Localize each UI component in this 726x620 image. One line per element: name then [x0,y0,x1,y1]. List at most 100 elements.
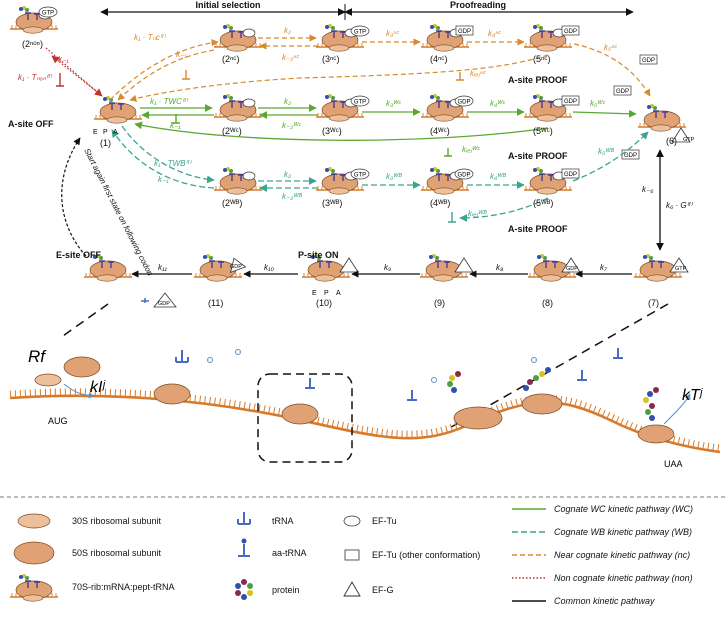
termination-arrow [663,393,691,425]
scene-trna-icon-2 [305,378,315,389]
ribosome-state-2wb [214,167,262,194]
arrow-wb-1-reverse [111,129,215,189]
legend-30s-icon [17,513,51,529]
scene-eftu-icon-2 [235,349,241,355]
efg-gdp-badge-9 [454,257,474,273]
state-11-label: (11) [208,298,223,308]
ribosome-state-1 [93,95,143,124]
legend-trna-icon [237,512,251,525]
rate-nc-m1: k₋₁ [176,50,187,59]
scene-ribosome-5 [637,424,675,444]
state-2wb-label: (2ᵂᴮ) [222,198,242,208]
legend-protein-label: protein [272,585,300,595]
gdp-badge-4wc: GDP [454,95,474,107]
svg-text:GDP: GDP [566,266,578,272]
gdp-badge-5nc: GDP [561,25,580,36]
scene-ribosome-4 [521,393,563,415]
legend-eftu-icon [343,515,361,527]
arrow-wb-1-forward [121,125,215,184]
state-6-label: (6) [666,136,677,146]
wb-rejected-trna-icon [448,212,456,223]
svg-text:GDP: GDP [458,29,471,35]
asite-proof-nc-label: A-site PROOF [508,75,568,85]
asite-proof-wb-label: A-site PROOF [508,224,568,234]
arrow-non-reverse [51,55,97,92]
svg-text:GTP: GTP [354,100,366,106]
svg-text:GTP: GTP [675,266,687,272]
rate-wc-1: k₁ · TWC⁽ᶠ⁾ [150,97,188,106]
rate-wc-3: k₃ᵂᶜ [386,99,401,108]
legend-pathway-label-2: Near cognate kinetic pathway (nc) [554,550,690,560]
gtp-badge-3wc: GTP [350,95,370,107]
svg-text:GTP: GTP [354,30,366,36]
site-p-label-10: P [324,290,329,297]
rate-nc-reject: kᵣₑⱼⁿᶜ [470,69,486,78]
site-e-label-10: E [312,290,317,297]
rate-k8: k₈ [496,263,504,272]
efg-badge-10 [339,257,359,273]
state-5wb-label: (5ᵂᴮ) [533,198,553,208]
asite-off-label: A-site OFF [8,119,54,129]
rate-wb-reject: kᵣₑⱼᵂᴮ [468,209,487,218]
arrow-nc-reject [129,54,549,102]
legend-30s-label: 30S ribosomal subunit [72,516,162,526]
gdp-badge-released-wc: GDP [613,85,632,96]
legend-pathway-label-3: Non cognate kinetic pathway (non) [554,573,693,583]
arrow-nc-5 [573,43,651,97]
rate-nc-3: k₃ⁿᶜ [386,29,399,38]
state-3wb-label: (3ᵂᴮ) [322,198,342,208]
rate-wb-1: k₁ · TWB⁽ᶠ⁾ [154,159,192,168]
arrow-restart [61,137,87,257]
svg-text:GDP: GDP [230,264,242,270]
efg-gtp-badge-6: GTP [671,127,695,143]
site-e-label: E [93,129,98,136]
svg-text:GDP: GDP [616,89,629,95]
state-5nc-label: (5ⁿᶜ) [533,54,550,64]
rate-nc-4: k₄ⁿᶜ [488,29,501,38]
scene-eftu-icon-1 [207,357,213,363]
mrna-codon-ticks [9,388,721,452]
esite-off-label: E-site OFF [56,250,102,260]
rate-k9: k₉ [384,263,391,272]
gtp-badge-2non: GTP [38,6,58,18]
rate-km6: k₋₆ [642,185,654,194]
scene-protein-chain-2 [523,367,551,391]
state-3wc-label: (3ᵂᶜ) [322,126,342,136]
state-9-label: (9) [434,298,445,308]
gdp-badge-4wb: GDP [454,168,474,180]
svg-text:GDP: GDP [457,173,470,179]
rate-nc-5: k₅ⁿᶜ [604,43,617,52]
legend-aa-trna-icon [238,538,250,557]
zoom-line-left [59,303,109,339]
proofreading-label: Proofreading [450,0,506,10]
scene-trna-icon-5 [613,348,623,359]
efg-gdp-released: GDP [153,292,177,308]
legend-50s-icon [13,541,55,565]
legend-50s-label: 50S ribosomal subunit [72,548,162,558]
svg-text:GTP: GTP [354,173,366,179]
arrow-non-forward [45,47,103,97]
scene-protein-chain-3 [643,387,659,421]
legend-eftu-label: EF-Tu [372,516,397,526]
svg-text:GTP: GTP [42,11,54,17]
rate-wc-4: k₄ᵂᶜ [490,99,505,108]
wc-released-trna-icon [172,114,180,124]
asite-proof-wc-label: A-site PROOF [508,151,568,161]
rate-wb-m2: k₋₂ᵂᴮ [282,192,302,201]
legend-pathway-label-4: Common kinetic pathway [554,596,655,606]
nc-rejected-trna-icon [456,72,464,81]
legend-trna-label: tRNA [272,516,294,526]
initial-selection-label: Initial selection [195,0,260,10]
svg-text:GDP: GDP [564,99,577,105]
gtp-badge-3nc: GTP [350,25,370,37]
gdp-badge-5wb: GDP [561,168,580,179]
pathway-legend: Cognate WC kinetic pathway (WC)Cognate W… [512,504,693,606]
svg-text:GDP: GDP [642,58,655,64]
legend-efg-label: EF-G [372,585,394,595]
mrna-strand [9,394,721,454]
scene-50s-subunit-icon [63,356,101,378]
scene-ribosome-1 [153,383,191,405]
arrow-wb-5 [572,131,649,182]
legend-aa-trna-label: aa-tRNA [272,548,307,558]
